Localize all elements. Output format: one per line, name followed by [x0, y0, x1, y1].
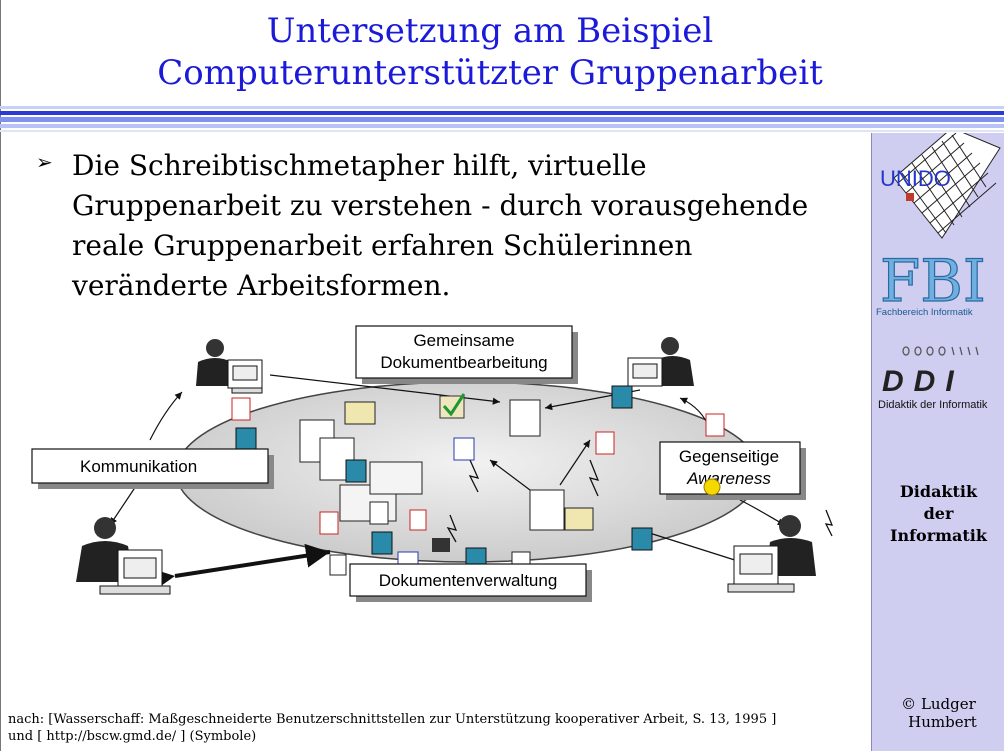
bidirectional-arrow — [149, 543, 331, 592]
latex-file-icon — [319, 511, 339, 535]
pen-document-icon — [371, 531, 393, 555]
text-file-icon — [369, 501, 389, 525]
sidebar: UNIDO FBI Fachbereich Informatik DDI Did… — [871, 133, 1004, 751]
text-file-icon — [329, 554, 347, 576]
person-workstation-top-left — [196, 339, 263, 394]
ddi-logo-subtitle: Didaktik der Informatik — [878, 399, 988, 409]
person-workstation-bottom-left — [76, 517, 171, 595]
arrow-center-2 — [559, 439, 591, 486]
chair-line-1: Didaktik — [899, 482, 978, 501]
fbi-logo: FBI Fachbereich Informatik — [876, 247, 986, 317]
title-rule-3 — [0, 117, 1004, 122]
fax-machine-icon — [564, 507, 594, 531]
pdf-file-icon — [409, 509, 427, 531]
chair-line-2: der — [923, 504, 954, 523]
person-workstation-top-right — [627, 337, 694, 387]
title-rule-5 — [0, 130, 1004, 132]
document-icon — [529, 489, 565, 531]
fbi-logo-subtitle: Fachbereich Informatik — [876, 307, 973, 317]
lightning-icon — [446, 514, 458, 543]
document-icon — [509, 399, 541, 437]
fbi-logo-text: FBI — [880, 247, 986, 315]
source-line-1: nach: [Wasserschaff: Maßgeschneiderte Be… — [8, 712, 777, 727]
author-line-1: © Ludger — [901, 695, 976, 713]
smiley-icon — [703, 478, 721, 496]
box-document-management: Dokumentenverwaltung — [349, 563, 592, 602]
source-line-2: und [ http://bscw.gmd.de/ ] (Symbole) — [8, 729, 257, 744]
title-line-2: Computerunterstützter Gruppenarbeit — [157, 53, 823, 93]
pen-document-icon — [345, 459, 367, 483]
pen-document-icon — [611, 385, 633, 409]
box-document-management-label: Dokumentenverwaltung — [379, 571, 558, 590]
pen-document-icon — [235, 427, 257, 451]
bullet-text: Die Schreibtischmetapher hilft, virtuell… — [72, 149, 809, 302]
checkmark-icon — [442, 393, 466, 417]
title-rule-1 — [0, 106, 1004, 109]
latex-file-icon — [705, 413, 725, 437]
arrow-center-1 — [489, 459, 531, 491]
slide-title: Untersetzung am Beispiel Computerunterst… — [0, 10, 980, 94]
author-line-2: Humbert — [908, 713, 977, 731]
title-line-1: Untersetzung am Beispiel — [266, 11, 714, 51]
pen-document-icon — [631, 527, 653, 551]
ddi-logo-text: DDI — [882, 365, 964, 398]
box-awareness: Gegenseitige Awareness — [659, 441, 806, 500]
graphic-file-icon — [453, 437, 475, 461]
latex-file-icon — [231, 397, 251, 421]
box-awareness-line2: Awareness — [686, 469, 771, 488]
arrow-comm-up — [149, 391, 183, 441]
title-rule-4 — [0, 124, 1004, 128]
author-credit: © Ludger Humbert — [872, 695, 1004, 731]
box-shared-editing-line1: Gemeinsame — [413, 331, 514, 350]
box-communication: Kommunikation — [31, 448, 274, 489]
chair-name: Didaktik der Informatik — [872, 481, 1004, 547]
unido-logo-text: UNIDO — [880, 166, 951, 191]
title-rule-2 — [0, 111, 1004, 115]
ddi-logo: DDI Didaktik der Informatik — [878, 346, 988, 409]
lightning-icon — [468, 459, 480, 493]
box-shared-editing-line2: Dokumentbearbeitung — [380, 353, 547, 372]
person-workstation-bottom-right — [727, 515, 816, 593]
lightning-icon — [824, 509, 834, 537]
bullet-arrow-icon: ➢ — [36, 150, 53, 174]
chair-line-3: Informatik — [890, 526, 987, 545]
arrow-awareness-down — [739, 499, 786, 526]
latex-file-icon — [595, 431, 615, 455]
box-shared-editing: Gemeinsame Dokumentbearbeitung — [355, 325, 578, 384]
folder-icon — [369, 461, 423, 495]
unido-logo: UNIDO — [880, 133, 1001, 239]
video-camera-icon — [432, 538, 450, 552]
source-citation: nach: [Wasserschaff: Maßgeschneiderte Be… — [8, 711, 868, 745]
left-border-line — [0, 0, 1, 751]
lightning-icon — [588, 459, 600, 497]
box-communication-label: Kommunikation — [80, 457, 197, 476]
fax-machine-icon — [344, 401, 376, 425]
box-awareness-line1: Gegenseitige — [679, 447, 779, 466]
groupware-diagram: Gemeinsame Dokumentbearbeitung Kommunika… — [31, 325, 834, 602]
